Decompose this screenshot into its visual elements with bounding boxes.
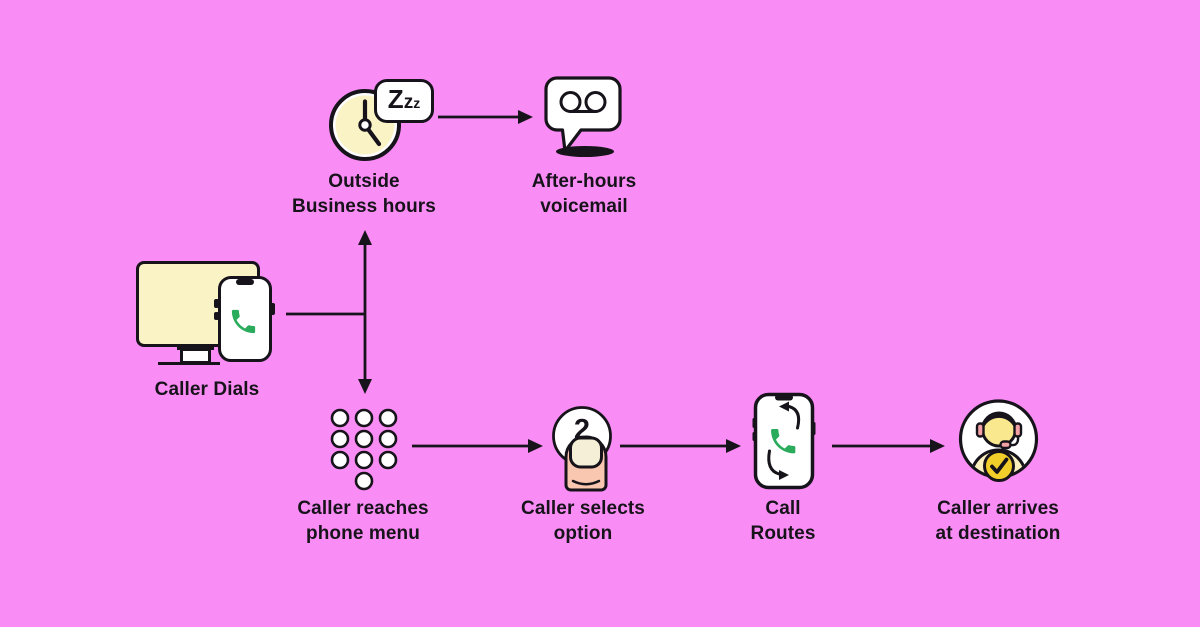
- label-line: Call: [765, 498, 801, 519]
- after-hours-voicemail-label: After-hours voicemail: [464, 169, 704, 219]
- phone-side-button: [214, 299, 219, 308]
- smartphone-icon: [218, 276, 272, 362]
- label-line: voicemail: [540, 196, 628, 217]
- zzz-text: Z: [387, 84, 404, 114]
- caller-selects-option-label: Caller selects option: [463, 496, 703, 546]
- phone-notch: [236, 279, 254, 285]
- headset-ear-pad: [1013, 422, 1023, 438]
- label-line: Routes: [750, 523, 816, 544]
- label-line: option: [553, 523, 613, 544]
- support-agent-with-check-icon: [958, 399, 1039, 482]
- phone-side-button: [270, 303, 275, 315]
- call-routing-phone-icon: [752, 392, 816, 490]
- caller-dials-label-text: Caller Dials: [154, 379, 260, 400]
- check-badge: [983, 450, 1015, 482]
- voicemail-shadow: [556, 146, 614, 157]
- call-routes-label: Call Routes: [663, 496, 903, 546]
- phone-side-button: [214, 312, 219, 320]
- label-line: After-hours: [531, 171, 637, 192]
- outside-business-hours-label: Outside Business hours: [244, 169, 484, 219]
- caller-arrives-at-destination-label: Caller arrives at destination: [878, 496, 1118, 546]
- sleep-zzz-bubble: Zzz: [374, 79, 434, 123]
- monitor-stand-base: [180, 348, 211, 364]
- label-line: Caller reaches: [297, 498, 429, 519]
- voicemail-speech-bubble-icon: [544, 76, 622, 153]
- zzz-text: z: [413, 95, 421, 111]
- label-line: Caller arrives: [937, 498, 1059, 519]
- caller-reaches-phone-menu-label: Caller reaches phone menu: [243, 496, 483, 546]
- check-icon: [990, 457, 1009, 474]
- headset-ear-pad: [975, 422, 985, 438]
- arrow-select-to-routes: [620, 439, 741, 453]
- headset-mic: [999, 440, 1012, 450]
- caller-dials-label: Caller Dials: [87, 377, 327, 402]
- label-line: Business hours: [292, 196, 436, 217]
- label-line: phone menu: [306, 523, 420, 544]
- branch-connector-arrows: [286, 230, 372, 394]
- dial-pad-icon: [330, 408, 398, 491]
- label-line: Caller selects: [521, 498, 645, 519]
- zzz-text: z: [403, 92, 414, 113]
- arrow-menu-to-select: [412, 439, 543, 453]
- phone-handset-icon: [231, 309, 256, 334]
- headset-mic-arm: [1009, 435, 1020, 447]
- label-line: at destination: [935, 523, 1061, 544]
- label-line: Outside: [328, 171, 400, 192]
- finger-pressing-button-icon: 2: [552, 406, 612, 492]
- arrow-routes-to-destination: [832, 439, 945, 453]
- arrow-clock-to-voicemail: [438, 110, 533, 124]
